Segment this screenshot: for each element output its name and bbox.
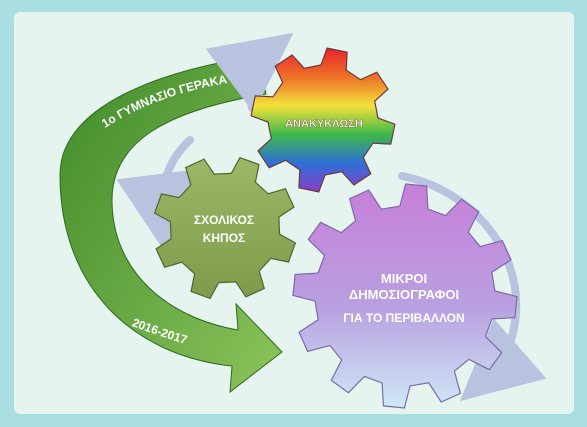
school-garden-label-line2: ΚΗΠΟΣ	[203, 231, 246, 245]
cycle-arrow-top	[205, 32, 294, 113]
young-journalists-gear	[292, 183, 518, 409]
school-garden-gear	[153, 156, 297, 300]
journalists-label-line3: ΓΙΑ ΤΟ ΠΕΡΙΒΑΛΛΟΝ	[343, 311, 464, 325]
gear-journalists-outline	[292, 183, 518, 409]
gear-recycling-outline	[250, 47, 396, 193]
green-curved-arrow	[59, 55, 283, 394]
school-garden-label-line1: ΣΧΟΛΙΚΟΣ	[194, 213, 254, 227]
journalists-label-line2: ΔΗΜΟΣΙΟΓΡΑΦΟΙ	[349, 287, 459, 302]
cycle-arrow-right	[398, 172, 547, 402]
recycling-gear	[250, 47, 396, 193]
journalists-label-line1: ΜΙΚΡΟΙ	[381, 271, 427, 286]
recycling-label: ΑΝΑΚΥΚΛΩΣΗ	[285, 118, 363, 130]
gear-garden-outline	[153, 156, 297, 300]
